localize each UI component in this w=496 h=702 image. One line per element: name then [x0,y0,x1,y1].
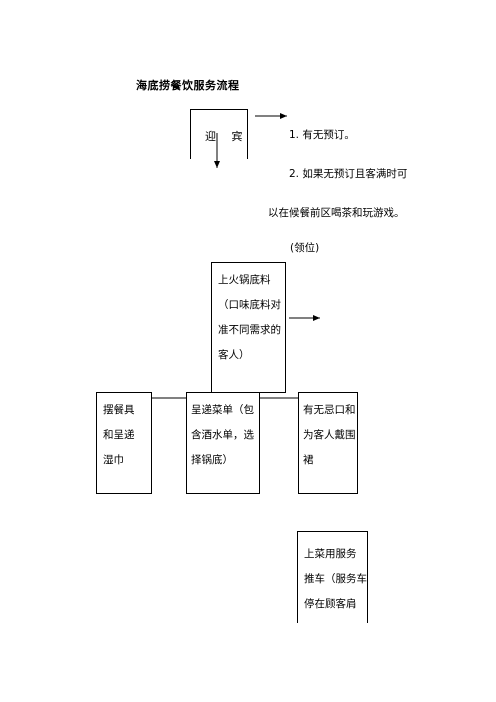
welcome-label: 迎 宾 [205,130,249,143]
dietary-line: 有无忌口和 [303,404,356,416]
hotpot-base-line: 上火锅底料 [218,274,271,286]
menu-line: 含酒水单，选 [191,429,254,441]
welcome-box: 迎 宾 [190,109,248,159]
menu-box: 呈递菜单（包 含酒水单，选 择锅底） [186,392,260,494]
note-reservation: 1. 有无预订。 [289,129,355,141]
service-cart-box: 上菜用服务 推车（服务车 停在顾客肩 [297,531,368,623]
hotpot-base-box: 上火锅底料 （口味底料对 准不同需求的 客人） [211,262,286,393]
service-cart-line: 推车（服务车 [304,573,367,585]
page-title: 海底捞餐饮服务流程 [136,79,240,92]
menu-line: 呈递菜单（包 [191,404,254,416]
hotpot-base-line: （口味底料对 [218,299,281,311]
tableware-line: 摆餐具 [103,404,135,416]
note-no-reservation: 2. 如果无预订且客满时可 [289,168,408,180]
tableware-line: 和呈递 [103,429,135,441]
hotpot-base-line: 准不同需求的 [218,324,281,336]
dietary-box: 有无忌口和 为客人戴围 裙 [298,392,358,494]
note-seating: (领位) [290,242,320,254]
note-no-reservation-cont: 以在候餐前区喝茶和玩游戏。 [268,207,405,219]
hotpot-base-line: 客人） [218,349,250,361]
service-cart-line: 停在顾客肩 [304,598,357,610]
service-cart-line: 上菜用服务 [304,548,357,560]
tableware-box: 摆餐具 和呈递 湿巾 [96,392,152,494]
dietary-line: 为客人戴围 [303,429,356,441]
dietary-line: 裙 [303,454,314,466]
menu-line: 择锅底） [191,454,233,466]
tableware-line: 湿巾 [103,454,124,466]
